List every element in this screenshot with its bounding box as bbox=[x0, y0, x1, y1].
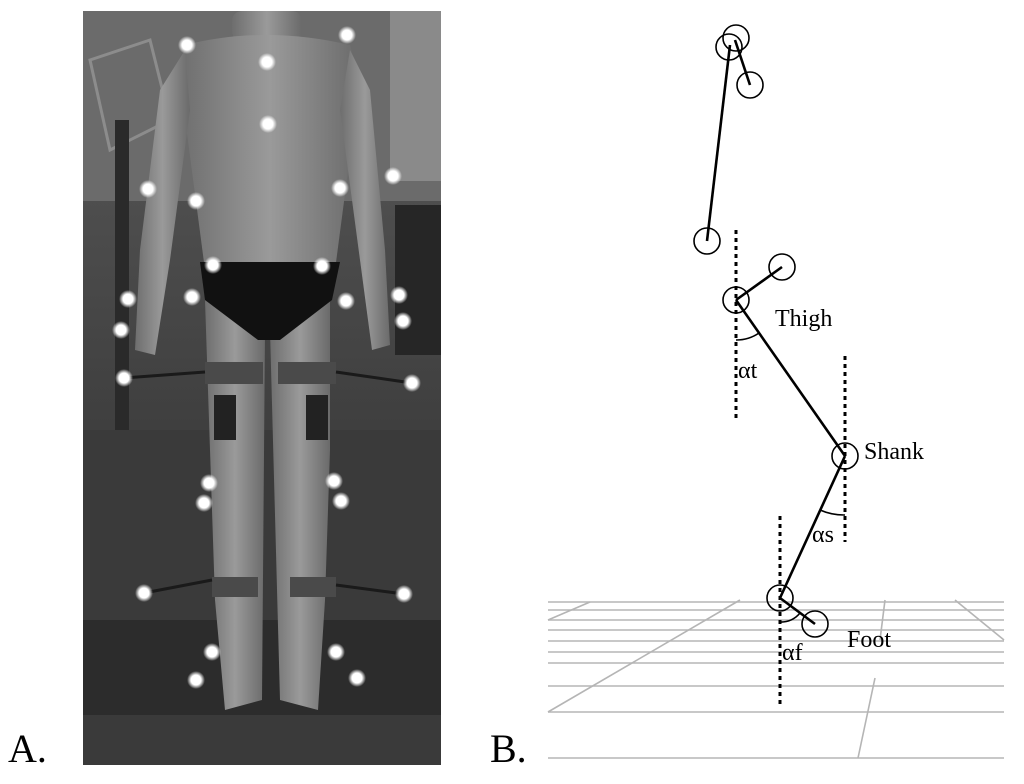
joint-trunk-low bbox=[693, 227, 721, 255]
thigh-label: Thigh bbox=[775, 306, 832, 332]
thigh-angle-arc bbox=[735, 332, 760, 341]
joint-hip bbox=[722, 286, 750, 314]
reflective-marker bbox=[327, 643, 345, 661]
reflective-marker bbox=[394, 312, 412, 330]
thigh-angle-label: αt bbox=[738, 358, 758, 384]
panel-b-model: Thigh Shank Foot αt αs αf bbox=[547, 24, 1005, 759]
reflective-marker bbox=[203, 643, 221, 661]
reflective-marker bbox=[183, 288, 201, 306]
shank-angle-arc bbox=[819, 509, 846, 516]
reflective-marker bbox=[331, 179, 349, 197]
reflective-marker bbox=[135, 584, 153, 602]
reflective-marker bbox=[139, 180, 157, 198]
reflective-marker bbox=[390, 286, 408, 304]
photo-stand bbox=[115, 120, 129, 440]
joint-markers bbox=[693, 24, 859, 638]
reflective-marker bbox=[325, 472, 343, 490]
reflective-marker bbox=[119, 290, 137, 308]
photo-wall-frame bbox=[390, 11, 441, 181]
photo-chair bbox=[395, 205, 441, 355]
trunk-segment bbox=[705, 44, 732, 242]
reflective-marker bbox=[403, 374, 421, 392]
emg-sensor-right bbox=[306, 395, 328, 440]
reflective-marker bbox=[187, 192, 205, 210]
reflective-marker bbox=[395, 585, 413, 603]
reflective-marker bbox=[204, 256, 222, 274]
reflective-marker bbox=[200, 474, 218, 492]
shank-segment bbox=[778, 455, 847, 599]
joint-ankle bbox=[766, 584, 794, 612]
thigh-strap-right bbox=[278, 362, 336, 384]
reflective-marker bbox=[332, 492, 350, 510]
reflective-marker bbox=[187, 671, 205, 689]
reflective-marker bbox=[337, 292, 355, 310]
panel-b-label: B. bbox=[490, 726, 527, 771]
thigh-segment bbox=[734, 299, 847, 457]
marker-wands bbox=[123, 370, 413, 596]
reflective-marker bbox=[195, 494, 213, 512]
floor-grid-diagonal bbox=[879, 599, 886, 641]
joint-toe bbox=[801, 610, 829, 638]
subject-briefs bbox=[200, 262, 340, 340]
reflective-marker bbox=[259, 115, 277, 133]
floor-grid-diagonal bbox=[857, 677, 876, 759]
joint-knee bbox=[831, 442, 859, 470]
panel-a-label: A. bbox=[8, 726, 47, 771]
reflective-marker bbox=[115, 369, 133, 387]
joint-head-side bbox=[736, 71, 764, 99]
thigh-strap-left bbox=[205, 362, 263, 384]
reflective-marker bbox=[313, 257, 331, 275]
model-segments bbox=[705, 39, 847, 626]
shank-label: Shank bbox=[864, 439, 924, 465]
floor-grid bbox=[547, 599, 1005, 759]
floor-grid-diagonal bbox=[547, 599, 741, 713]
foot-label: Foot bbox=[847, 627, 891, 653]
head-segment bbox=[733, 39, 752, 86]
angle-arcs bbox=[735, 332, 846, 623]
reflective-marker bbox=[112, 321, 130, 339]
reflective-marker bbox=[384, 167, 402, 185]
reflective-marker bbox=[178, 36, 196, 54]
reflective-marker bbox=[338, 26, 356, 44]
joint-head-neck bbox=[715, 33, 743, 61]
reflective-marker bbox=[348, 669, 366, 687]
joint-head-top bbox=[722, 24, 750, 52]
panel-a-photo bbox=[83, 11, 441, 765]
pelvis-segment bbox=[735, 265, 783, 302]
shank-strap-left bbox=[212, 577, 258, 597]
floor-grid-diagonal bbox=[547, 601, 591, 621]
shank-angle-label: αs bbox=[812, 522, 834, 548]
vertical-reference-lines bbox=[734, 230, 847, 704]
joint-pelvis bbox=[768, 253, 796, 281]
foot-segment bbox=[779, 596, 816, 626]
emg-sensor-left bbox=[214, 395, 236, 440]
shank-strap-right bbox=[290, 577, 336, 597]
floor-grid-diagonal bbox=[954, 599, 1005, 641]
subject-body bbox=[135, 11, 390, 710]
reflective-marker bbox=[258, 53, 276, 71]
foot-angle-arc bbox=[779, 612, 801, 623]
reflective-markers bbox=[112, 26, 421, 689]
foot-angle-label: αf bbox=[782, 640, 803, 666]
